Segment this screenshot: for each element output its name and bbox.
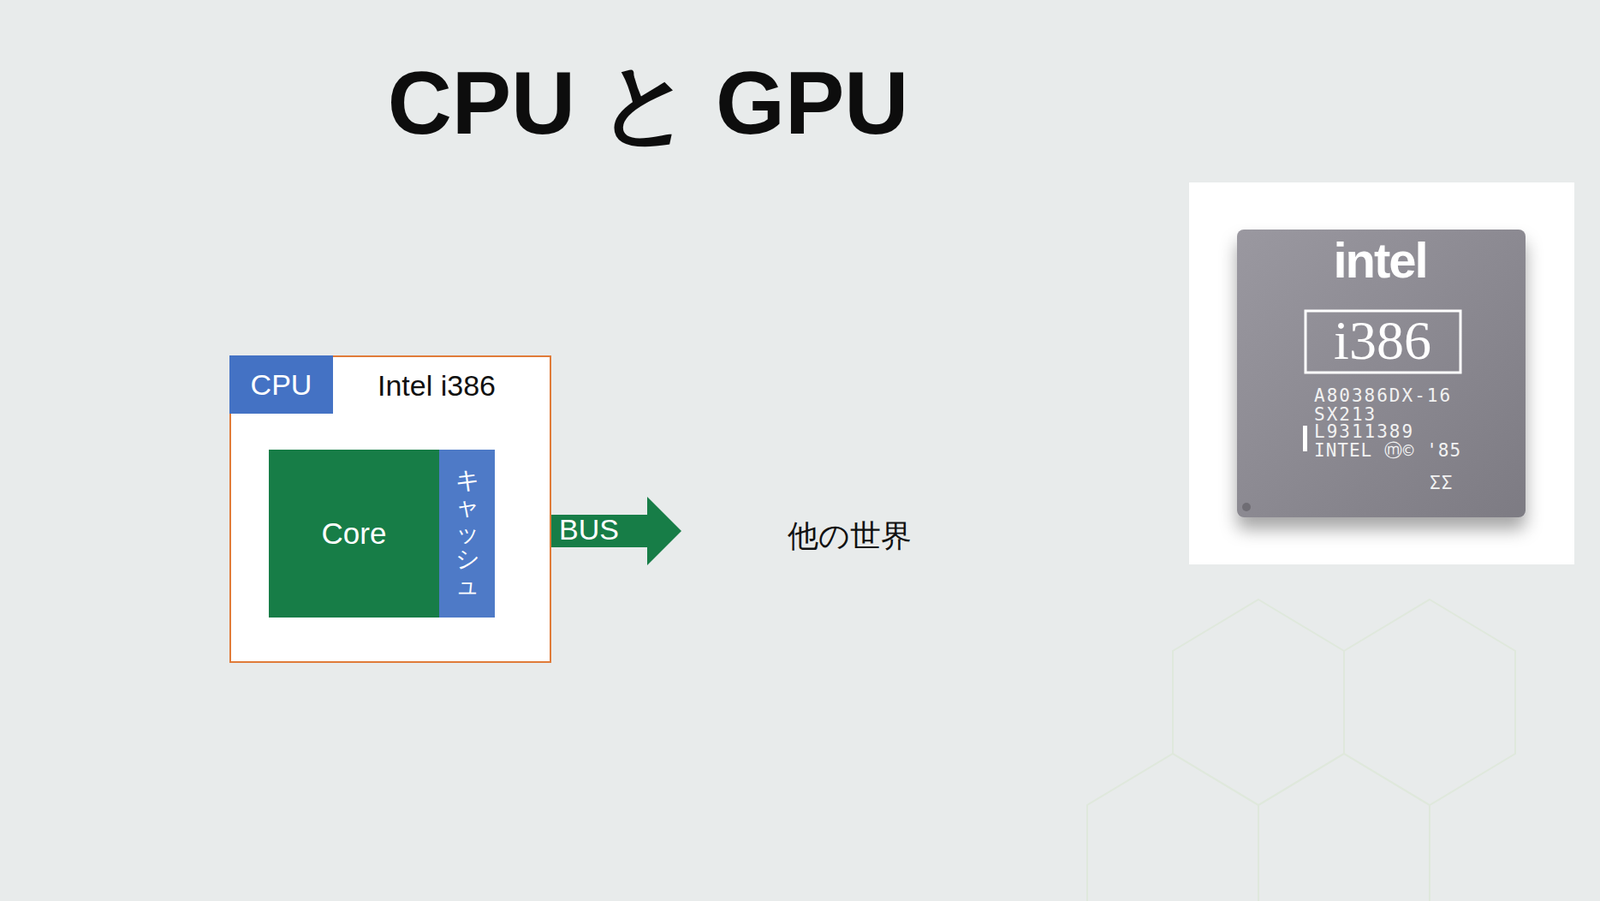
node-label: Core	[321, 516, 387, 551]
chip-notch	[1242, 502, 1251, 512]
cpu-package: Intel i386 CPU Core キャッシュ	[229, 355, 552, 663]
cache-box: キャッシュ	[439, 449, 495, 618]
chip-mark	[1302, 425, 1308, 452]
photo-frame	[1189, 182, 1575, 565]
cpu-tab: CPU	[229, 355, 334, 414]
chip-logo-frame	[1305, 310, 1461, 373]
node-label: キャッシュ	[455, 467, 480, 600]
node-label: 他の世界	[787, 515, 912, 558]
chip-body	[1237, 229, 1526, 518]
chip-marking: INTEL ⓜ© '85	[1314, 438, 1462, 463]
chip-marking: L9311389	[1314, 421, 1415, 442]
chip-model: i386	[1333, 309, 1432, 372]
node-label: CPU	[250, 368, 313, 402]
outside-world: 他の世界	[681, 510, 917, 563]
chip-logo: intel	[1332, 231, 1427, 289]
slide-title: CPU と GPU	[305, 44, 991, 165]
bus-label: BUS	[559, 514, 619, 544]
chip-name: Intel i386	[377, 368, 496, 403]
core-box: Core	[268, 449, 440, 618]
hexagon-pattern	[1087, 599, 1516, 901]
chip-marking: ΣΣ	[1429, 472, 1453, 494]
chip-marking: A80386DX-16	[1314, 385, 1452, 406]
